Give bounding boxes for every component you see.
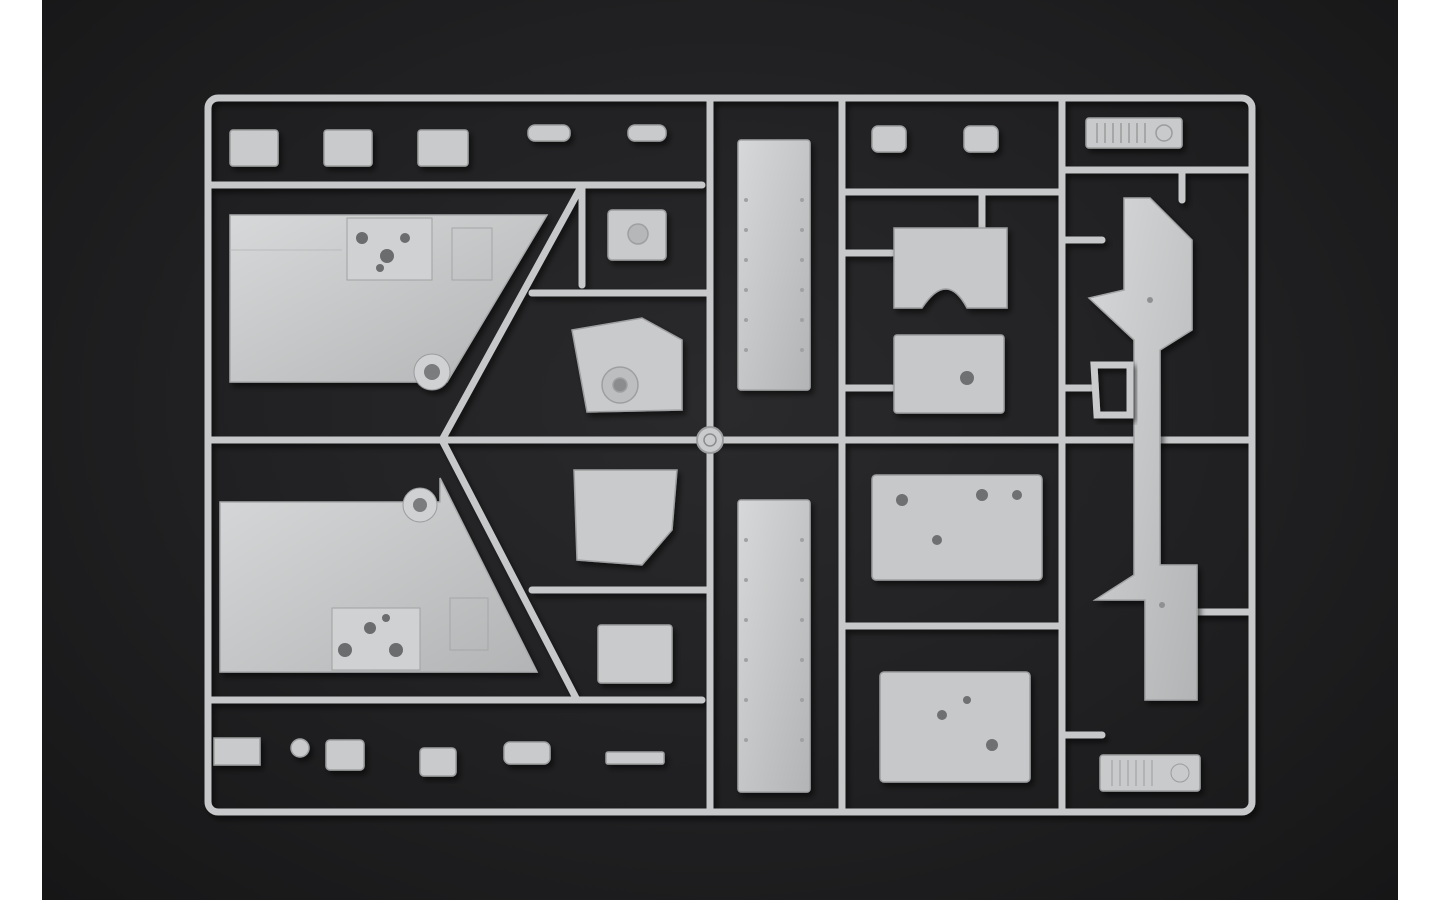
- engine-blocks-right: [871, 227, 1043, 783]
- hull-plate-upper: [229, 214, 549, 391]
- sprue-frame: [204, 94, 1256, 816]
- panel-rivets: [744, 198, 804, 742]
- side-frame-rail: [1087, 197, 1198, 701]
- sprue-center-tag: [696, 426, 724, 454]
- sprue-photo: [42, 0, 1398, 900]
- sprue-drawing: [204, 94, 1256, 816]
- small-parts-top-row: [229, 117, 1183, 167]
- block-holes: [896, 371, 1022, 751]
- hull-plate-lower: [219, 477, 539, 673]
- long-panels-centre: [737, 139, 811, 793]
- small-parts-bottom-row: [213, 737, 665, 777]
- grille-lines-top: [1096, 123, 1173, 143]
- grille-part-bottom: [1099, 754, 1201, 792]
- bracket-part: [1090, 361, 1134, 419]
- engine-parts-middle: [571, 209, 683, 684]
